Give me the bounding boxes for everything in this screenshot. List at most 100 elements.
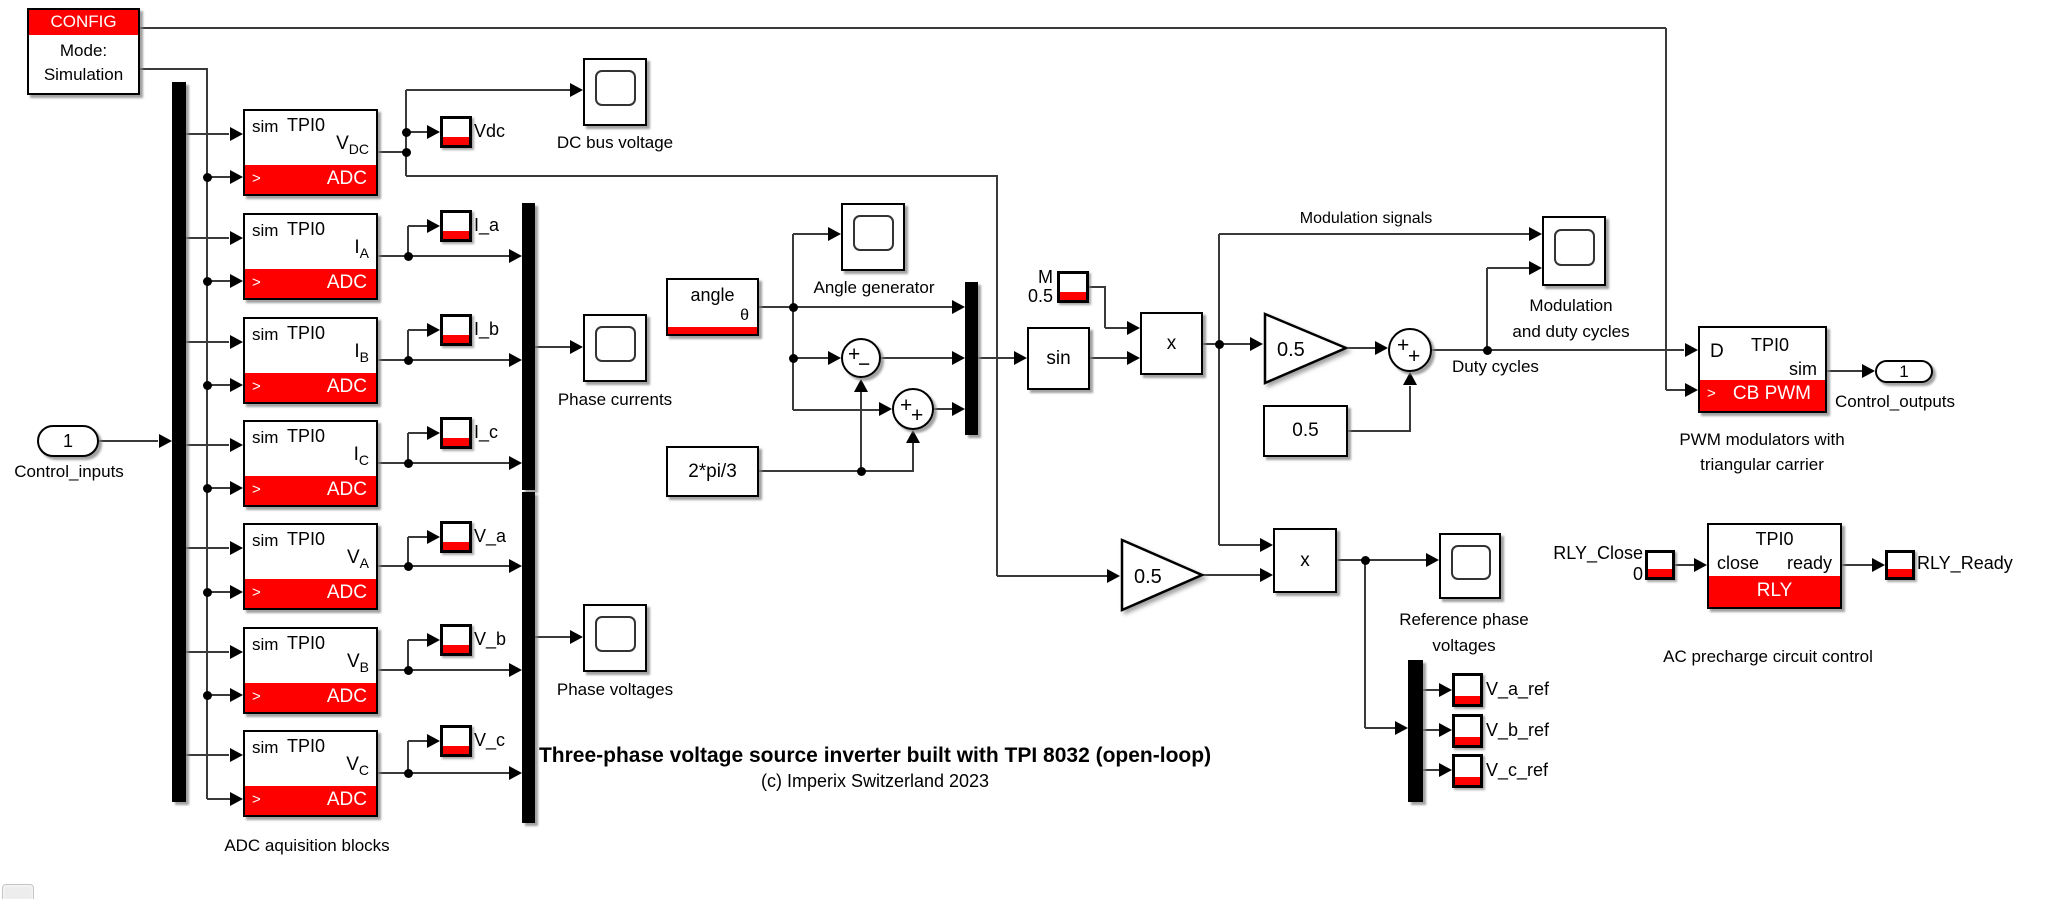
input-demux-bar[interactable]: [172, 82, 186, 802]
indicator-vc[interactable]: [440, 725, 472, 757]
sum-theta-minus[interactable]: + −: [841, 338, 881, 378]
wire: [408, 225, 427, 227]
sin-label: sin: [1046, 347, 1071, 369]
adc-band: >ADC: [245, 165, 376, 194]
scope-angle-generator[interactable]: [841, 203, 905, 271]
sum-sign-plus: +: [1397, 334, 1410, 357]
indicator-ic[interactable]: [440, 417, 472, 449]
rly-close-port: close: [1717, 553, 1760, 573]
wire: [207, 694, 231, 696]
arrowhead: [1529, 227, 1542, 241]
adc-type: TPI0: [287, 219, 326, 239]
wire: [1105, 327, 1127, 329]
vref-demux-bar[interactable]: [1408, 660, 1423, 802]
adc-block-vc[interactable]: sim TPI0 VC >ADC: [243, 730, 378, 817]
scope-reference-voltages[interactable]: [1439, 533, 1501, 599]
wire: [1348, 347, 1375, 349]
voltages-mux-bar[interactable]: [522, 492, 535, 823]
adc-type: TPI0: [287, 426, 326, 446]
config-block[interactable]: CONFIG Mode: Simulation: [27, 8, 140, 95]
junction-dot: [402, 148, 411, 157]
arrowhead: [509, 766, 522, 780]
adc-sim-port: sim: [252, 738, 279, 757]
angle-source-block[interactable]: angle θ: [666, 278, 759, 336]
product-modulation[interactable]: x: [1140, 312, 1203, 375]
clock-chevron: >: [252, 791, 261, 808]
arrowhead: [230, 170, 243, 184]
indicator-ib[interactable]: [440, 314, 472, 346]
inport-control-inputs[interactable]: 1: [37, 425, 99, 457]
arrowhead: [854, 379, 868, 392]
arrowhead: [1260, 568, 1273, 582]
scope-phase-currents[interactable]: [583, 314, 647, 382]
adc-band: >ADC: [245, 786, 376, 815]
arrowhead: [230, 438, 243, 452]
config-mode-line: Mode:: [59, 41, 108, 60]
gain-half-duty[interactable]: 0.5: [1263, 312, 1348, 385]
indicator-va-ref[interactable]: [1452, 673, 1483, 707]
arrowhead: [1260, 538, 1273, 552]
scope-phase-voltages[interactable]: [583, 604, 647, 672]
m-constant-indicator[interactable]: [1057, 271, 1089, 303]
arrowhead: [1439, 683, 1452, 697]
rly-close-value: 0: [1632, 564, 1643, 584]
adc-signal-label: IA: [354, 237, 369, 261]
wire: [207, 176, 231, 178]
indicator-va[interactable]: [440, 521, 472, 553]
junction-dot: [789, 303, 798, 312]
sum-theta-plus[interactable]: + +: [892, 388, 934, 430]
angle-source-underline: [668, 327, 757, 334]
product-reference[interactable]: x: [1273, 528, 1337, 593]
indicator-ia[interactable]: [440, 210, 472, 242]
wire: [408, 536, 427, 538]
arrowhead: [1872, 558, 1885, 572]
indicator-vdc[interactable]: [440, 116, 472, 148]
pwm-block[interactable]: D TPI0 sim > CB PWM: [1698, 326, 1827, 413]
wire: [1337, 559, 1426, 561]
outport-number: 1: [1899, 362, 1909, 381]
adc-signal-label: VC: [346, 754, 369, 778]
arrowhead: [1862, 364, 1875, 378]
indicator-vc-ref[interactable]: [1452, 754, 1483, 788]
wire: [378, 151, 406, 153]
sum-duty-offset[interactable]: + +: [1388, 328, 1432, 372]
indicator-ic-label: I_c: [474, 422, 499, 442]
arrowhead: [427, 323, 440, 337]
adc-band: >ADC: [245, 476, 376, 505]
sin-block[interactable]: sin: [1027, 327, 1090, 390]
arrowhead: [1685, 343, 1698, 357]
indicator-vb-ref[interactable]: [1452, 714, 1483, 748]
constant-half[interactable]: 0.5: [1263, 405, 1348, 457]
wire: [535, 636, 570, 638]
indicator-vb[interactable]: [440, 624, 472, 656]
rly-ready-indicator[interactable]: [1885, 550, 1915, 580]
outport-control-outputs[interactable]: 1: [1875, 360, 1933, 383]
wire: [139, 27, 1666, 29]
wire: [996, 176, 998, 576]
currents-mux-bar[interactable]: [522, 203, 535, 490]
sum-sign-plus: +: [1408, 345, 1421, 368]
m-constant-name: M: [1038, 267, 1053, 287]
angle-mux-bar[interactable]: [965, 282, 978, 435]
scope-modulation[interactable]: [1542, 216, 1606, 286]
wire: [378, 565, 509, 567]
arrowhead: [427, 734, 440, 748]
canvas-badge[interactable]: [2, 884, 34, 899]
scope-dc-bus-voltage[interactable]: [583, 58, 647, 126]
wire: [793, 357, 828, 359]
rly-close-indicator[interactable]: [1645, 550, 1675, 580]
wire: [1219, 544, 1260, 546]
adc-type: TPI0: [287, 736, 326, 756]
adc-sim-port: sim: [252, 117, 279, 136]
rly-block[interactable]: TPI0 close ready RLY: [1707, 523, 1842, 609]
arrowhead: [1107, 569, 1120, 583]
constant-two-pi-thirds[interactable]: 2*pi/3: [666, 446, 759, 497]
gain-half-vdc[interactable]: 0.5: [1120, 538, 1204, 612]
arrowhead: [230, 335, 243, 349]
